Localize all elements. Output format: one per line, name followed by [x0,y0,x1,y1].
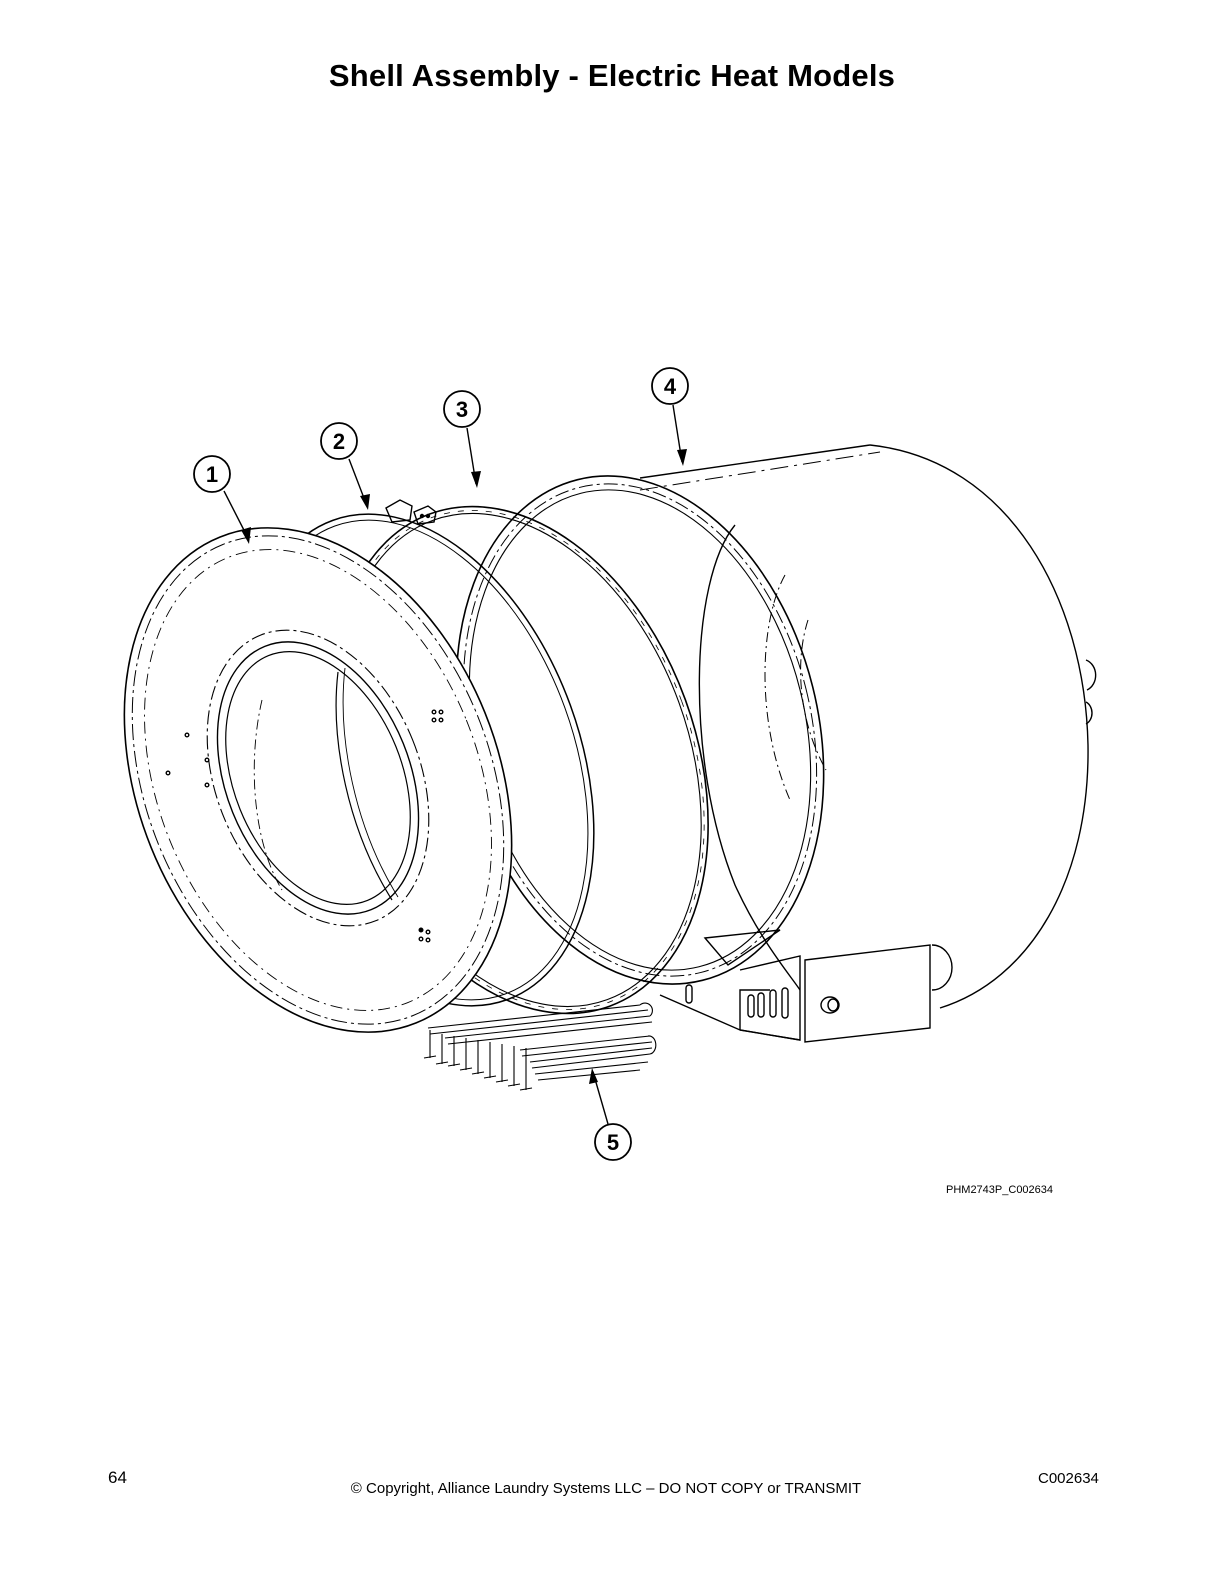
svg-text:5: 5 [607,1130,619,1155]
svg-text:4: 4 [664,374,677,399]
svg-text:3: 3 [456,397,468,422]
svg-text:1: 1 [206,462,218,487]
front-panel-ring-drawing [123,527,513,1033]
callout-5: 5 [594,1123,632,1161]
callout-2: 2 [320,422,358,460]
callout-1: 1 [193,455,231,493]
document-code: C002634 [1038,1470,1099,1487]
figure-id: PHM2743P_C002634 [946,1184,1054,1196]
page-title: Shell Assembly - Electric Heat Models [328,58,896,93]
callout-bubbles: 1 2 3 4 5 [193,367,689,1161]
shell-drum-drawing [455,444,1097,1043]
callout-3: 3 [443,390,481,428]
heating-element-drawing [423,1002,657,1091]
leader-arrowheads [241,449,687,1084]
page-number: 64 [108,1468,127,1487]
callout-4: 4 [651,367,689,405]
svg-text:2: 2 [333,429,345,454]
rear-band-clamp-drawing [331,499,709,1015]
element-terminals [423,1030,533,1091]
copyright-notice: © Copyright, Alliance Laundry Systems LL… [350,1480,862,1497]
